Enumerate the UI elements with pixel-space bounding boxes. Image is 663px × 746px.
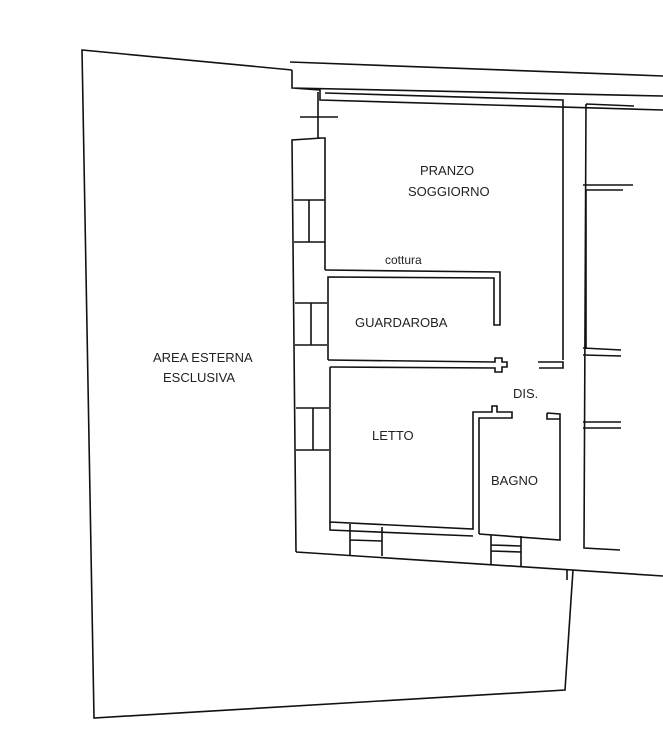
dis-walls — [478, 361, 564, 541]
label-area-esterna: AREA ESTERNA — [153, 350, 253, 365]
label-soggiorno: SOGGIORNO — [408, 184, 490, 199]
cottura-wall — [324, 269, 501, 360]
label-bagno: BAGNO — [491, 473, 538, 488]
bottom-wall — [295, 522, 663, 577]
top-wall — [289, 61, 663, 111]
label-letto: LETTO — [372, 428, 414, 443]
label-pranzo: PRANZO — [420, 163, 475, 178]
left-windows — [294, 199, 329, 451]
external-area-boundary — [81, 49, 574, 719]
entrance-marker — [300, 92, 338, 138]
bottom-windows — [349, 524, 522, 566]
label-guardaroba: GUARDAROBA — [355, 315, 448, 330]
right-units-walls — [582, 103, 635, 551]
label-esclusiva: ESCLUSIVA — [163, 370, 236, 385]
pranzo-soggiorno-walls — [324, 92, 564, 360]
guardaroba-wall — [327, 357, 508, 373]
label-dis: DIS. — [513, 386, 539, 401]
left-wall — [291, 137, 326, 553]
label-cottura: cottura — [385, 253, 422, 267]
letto-walls — [329, 367, 513, 534]
